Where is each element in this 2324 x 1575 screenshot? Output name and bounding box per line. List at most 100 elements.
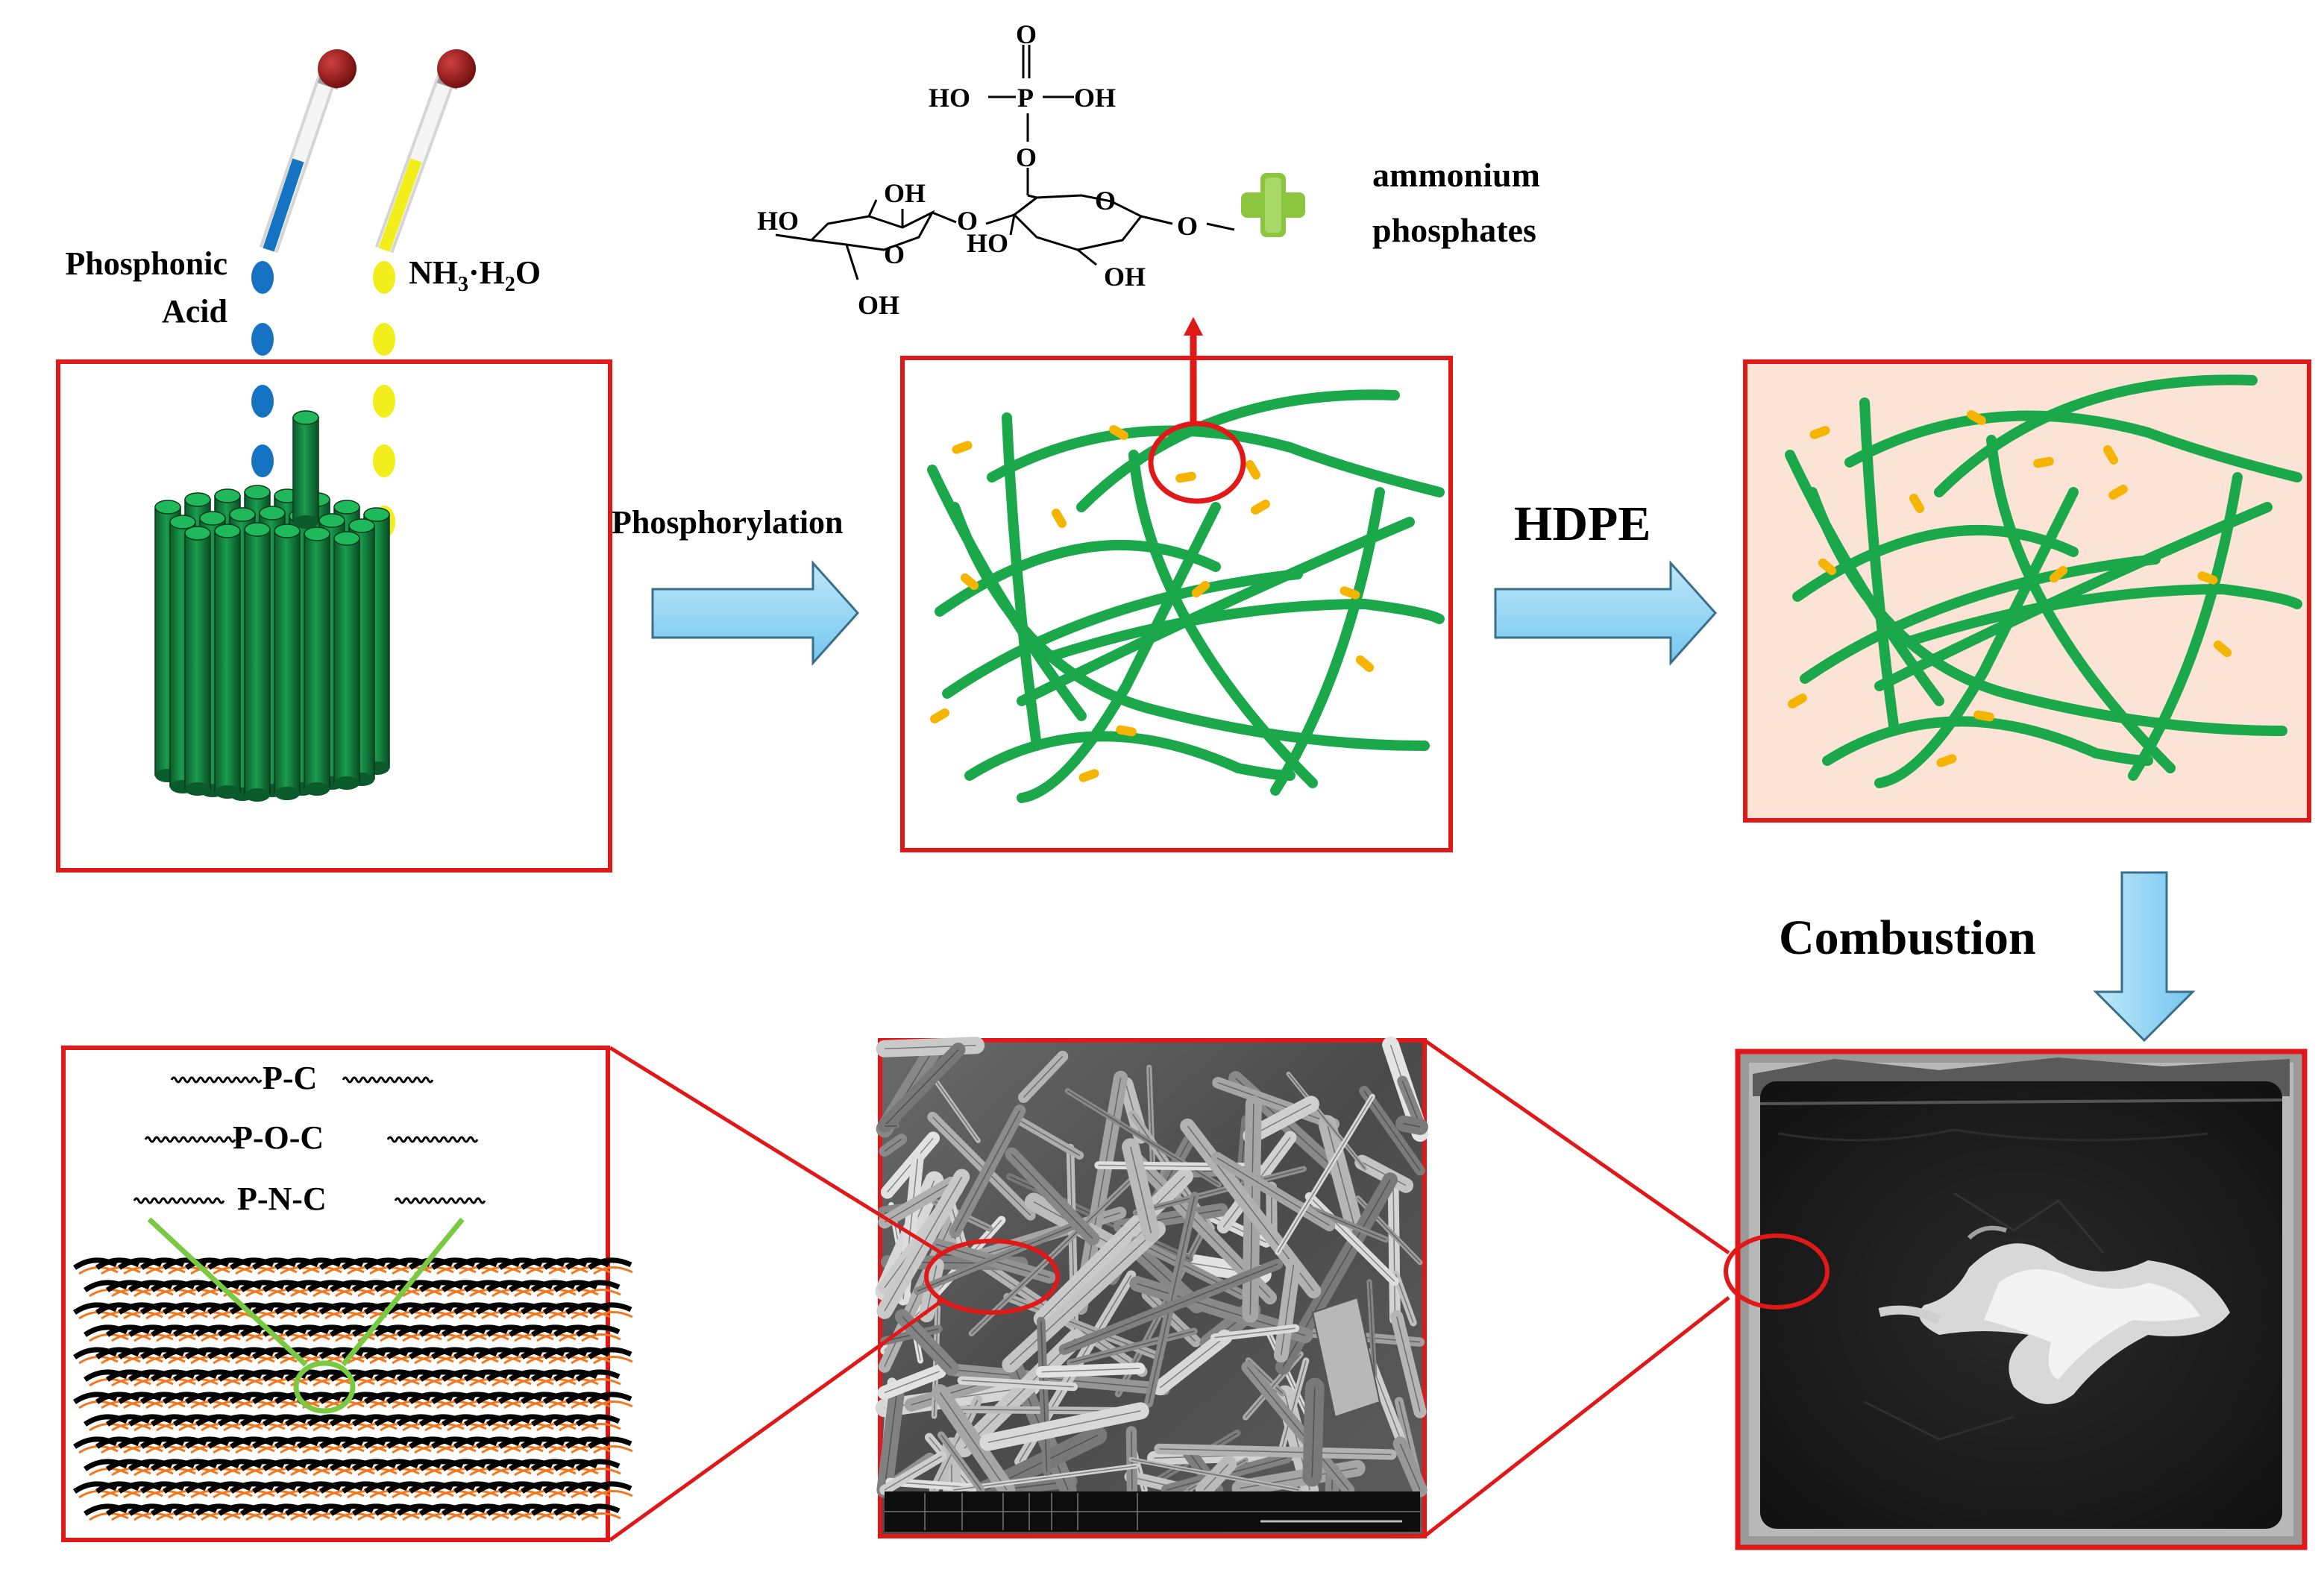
sem-fiber-edge (1159, 1448, 1392, 1456)
char-arc-black (588, 1302, 632, 1315)
sem-fiber-edge (964, 1338, 1076, 1449)
phosphate-group-mark (2108, 485, 2128, 500)
sem-fiber-edge (1363, 1090, 1421, 1171)
box-phosphorylated-fibers (900, 356, 1453, 852)
sem-fiber-edge (884, 1456, 943, 1491)
cellulose-cylinder (184, 526, 211, 796)
sem-fiber-edge (1369, 1281, 1375, 1375)
sem-fiber-edge (1216, 1157, 1330, 1226)
cellulose-fiber (949, 502, 1430, 751)
cellulose-fiber (942, 569, 1303, 699)
sem-fiber-edge (1392, 1189, 1396, 1319)
char-arc-orange (593, 1490, 633, 1499)
bond-wave-lines (133, 1076, 486, 1204)
char-arc-black (576, 1324, 621, 1337)
char-arc-black (576, 1503, 621, 1516)
cellulose-fiber (1934, 374, 2258, 497)
cellulose-fiber-bundle (154, 410, 390, 802)
ammonium-phosphates-label: ammonium phosphates (1372, 148, 1540, 258)
cellulose-fiber (1844, 410, 2302, 482)
cellulose-fiber (1792, 524, 2079, 602)
sem-fiber-edge (884, 1395, 897, 1491)
zoom-connector-lines (609, 1038, 1730, 1542)
sem-fiber-edge (1135, 1168, 1304, 1213)
yellow-dropper (374, 49, 476, 254)
char-layer-stack (73, 1257, 633, 1521)
phosphate-group-mark (930, 708, 949, 723)
sem-fiber-edge (1009, 1228, 1158, 1365)
zoom-circle-char (1724, 1233, 1830, 1310)
phosphate-group-mark (2033, 456, 2054, 468)
sem-fiber-edge (1130, 1146, 1152, 1233)
sem-fiber-edge (1403, 1122, 1421, 1128)
bond-p-o-c: P-O-C (233, 1119, 324, 1156)
ring2-o: O (1095, 186, 1117, 216)
bond-p-c: P-C (263, 1060, 318, 1096)
zoom-circle-sem (924, 1239, 1060, 1315)
sem-fiber-edge (1041, 1368, 1140, 1373)
phosphate-group-mark (2197, 571, 2218, 585)
char-arc-orange (581, 1333, 621, 1342)
sem-fiber-edge (1131, 1459, 1299, 1491)
ammonia-water-label: NH3·H2O (409, 254, 541, 297)
sem-fiber-edge (884, 1182, 952, 1223)
phosphate-group-mark (1246, 460, 1260, 480)
phosphate-group-mark (1340, 586, 1360, 600)
cellulose-fiber (935, 539, 1221, 617)
sem-fiber-edge (884, 1125, 897, 1127)
ring2-ho: HO (967, 228, 1009, 258)
phosphate-group-mark (1109, 425, 1128, 440)
cellulose-fiber (1076, 389, 1400, 512)
sem-fiber-edge (917, 1224, 1077, 1292)
zoom-circle-structure (1148, 421, 1246, 504)
phosphate-group-mark (1788, 693, 1807, 708)
sem-fiber-edge (955, 1110, 1020, 1232)
char-arc-black (576, 1459, 621, 1471)
sem-fiber-edge (1064, 1263, 1278, 1351)
sem-fiber-edge (1148, 1195, 1196, 1403)
phosphate-group-mark (1116, 725, 1137, 737)
phosphate-group-mark (1973, 710, 1994, 722)
sem-fiber-edge (987, 1410, 1141, 1443)
arrow-combustion (2093, 871, 2196, 1043)
cellulose-fiber (1800, 554, 2161, 684)
phosphate-group-mark (952, 441, 973, 454)
sem-flake (1311, 1296, 1381, 1418)
cellulose-fiber (1904, 583, 2302, 647)
sem-fiber-edge (1041, 1175, 1186, 1319)
sem-fiber-edge (1040, 1321, 1048, 1472)
ring1-ho: HO (757, 206, 800, 236)
sem-fiber-edge (1247, 1366, 1349, 1491)
sem-fiber-edge (1266, 1330, 1310, 1418)
phosphonic-acid-line2: Acid (162, 293, 227, 330)
composite-fiber-network (1785, 374, 2302, 788)
phosphate-top-o: O (1016, 19, 1037, 49)
char-arc-black (576, 1414, 621, 1427)
box-cellulose-bundle (56, 359, 612, 873)
bond-wave (342, 1076, 434, 1084)
sem-fiber-edge (932, 1116, 1031, 1216)
sem-fiber-edge (1287, 1073, 1366, 1169)
char-arc-orange (593, 1266, 633, 1275)
char-arc-orange (581, 1289, 621, 1298)
sem-fiber-edge (1015, 1118, 1080, 1156)
combustion-label: Combustion (1779, 911, 2036, 965)
char-arc-orange (581, 1378, 621, 1387)
phosphates-line: phosphates (1372, 211, 1536, 249)
h-text: ·H (468, 254, 505, 291)
ring1-o: O (884, 239, 905, 269)
phosphate-group-mark (2049, 565, 2068, 583)
sem-fiber-edge (931, 1074, 979, 1141)
sem-fiber-edge (1011, 1154, 1093, 1239)
sem-fiber-edge (884, 1049, 959, 1126)
phosphate-group-mark (1936, 754, 1957, 767)
cellulose-fiber (1017, 502, 1221, 803)
bond-wave (144, 1136, 236, 1143)
ring1-oh-top: OH (884, 178, 926, 208)
char-arc-black (588, 1481, 632, 1494)
sem-fiber-edge (1361, 1162, 1407, 1186)
phosphate-group-mark (1818, 558, 1837, 576)
cellulose-cylinder (214, 524, 241, 799)
sem-fiber-edge (1280, 1264, 1295, 1356)
cellulose-fiber (1874, 487, 2079, 788)
